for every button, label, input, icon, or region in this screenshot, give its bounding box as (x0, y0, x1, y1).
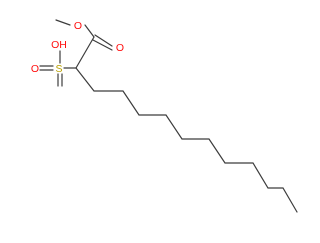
bond-o-carbonyl (84, 24, 95, 38)
alkyl-chain (75, 67, 298, 213)
bond-carbonyl-double-a (94, 34, 113, 47)
sulfur-label: S (55, 63, 62, 75)
structure-canvas: O O OH S O (31, 19, 298, 213)
bond-carbonyl-alpha (75, 36, 95, 69)
bond-methyl-o (55, 19, 71, 26)
hydroxyl-label: OH (51, 39, 67, 51)
bond-carbonyl-double-b (92, 39, 113, 51)
carbonyl-oxygen-label: O (116, 42, 124, 54)
sulfonyl-oxygen-label: O (31, 63, 39, 75)
molecule-structure: O O OH S O (31, 19, 298, 213)
ester-oxygen-label: O (74, 20, 82, 32)
